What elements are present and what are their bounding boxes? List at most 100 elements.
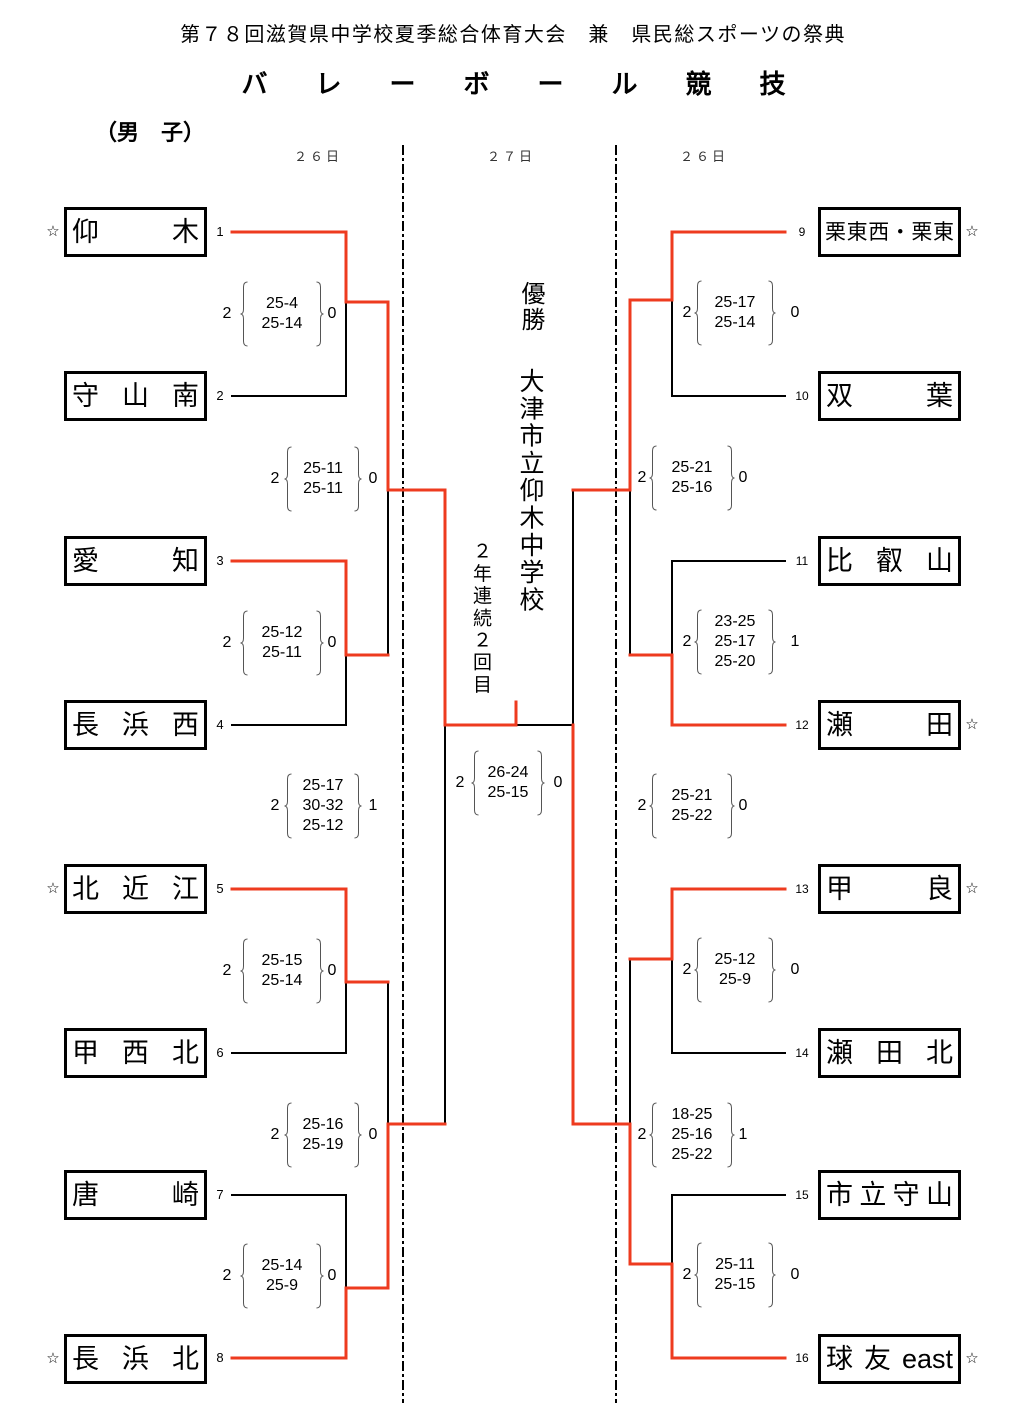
team-name-glyph: 田 [876, 1037, 903, 1068]
team-name: 長浜西 [67, 703, 204, 747]
left-brace-icon [694, 280, 702, 346]
team-name-glyph: 江 [172, 873, 199, 904]
sets-won-upper: 2 [222, 305, 232, 322]
left-brace-icon [284, 773, 292, 839]
team-box-10: 双葉 [818, 371, 961, 421]
right-brace-icon [768, 937, 776, 1003]
set-score: 25-17 [714, 633, 756, 650]
team-box-4: 長浜西 [64, 700, 207, 750]
left-brace-icon [694, 937, 702, 1003]
sets-won-upper: 2 [682, 304, 692, 321]
sets-won-upper: 2 [222, 962, 232, 979]
set-score: 25-16 [302, 1116, 344, 1133]
match-score-r1-seed15-seed16: 2 25-11 25-15 0 [680, 1242, 802, 1308]
left-brace-icon [240, 610, 248, 676]
sets-won-upper: 2 [682, 961, 692, 978]
set-score: 30-32 [302, 797, 344, 814]
team-name-glyph: 近 [122, 873, 149, 904]
team-name: 守山南 [67, 374, 204, 418]
champion-label: 優勝 [517, 281, 544, 333]
sets-won-upper: 2 [270, 797, 280, 814]
seed-star-icon: ☆ [965, 223, 979, 240]
set-scores: 25-17 30-32 25-12 [292, 776, 354, 836]
champion-note: ２年連続２回目 [470, 541, 491, 697]
team-name: 栗東西・栗東 [821, 210, 958, 254]
right-brace-icon [316, 938, 324, 1004]
set-scores: 18-25 25-16 25-22 [657, 1105, 727, 1165]
match-score-qf-right-upper: 2 25-21 25-16 0 [635, 445, 750, 511]
set-scores: 25-12 25-11 [248, 623, 316, 663]
set-score: 25-21 [671, 787, 713, 804]
team-name-glyph: 北 [172, 1037, 199, 1068]
left-brace-icon [694, 609, 702, 675]
set-scores: 25-4 25-14 [248, 294, 316, 334]
sets-won-lower: 0 [790, 961, 800, 978]
right-brace-icon [537, 750, 545, 816]
seed-star-icon: ☆ [46, 880, 60, 897]
left-brace-icon [471, 750, 479, 816]
team-name-glyph: 甲 [826, 873, 853, 904]
set-scores: 25-21 25-22 [657, 786, 727, 826]
team-name-glyph: 双 [826, 380, 853, 411]
sets-won-lower: 0 [368, 1126, 378, 1143]
left-brace-icon [240, 938, 248, 1004]
sets-won-upper: 2 [270, 1126, 280, 1143]
seed-number: 12 [795, 718, 809, 732]
team-name: 瀬田北 [821, 1031, 958, 1075]
champion-school: 大津市立仰木中学校 [516, 368, 544, 614]
team-box-13: 甲良 [818, 864, 961, 914]
match-score-r1-seed3-seed4: 2 25-12 25-11 0 [220, 610, 339, 676]
team-name: 甲西北 [67, 1031, 204, 1075]
team-name-glyph: 浜 [122, 1343, 149, 1374]
team-name-glyph: 崎 [172, 1179, 199, 1210]
left-brace-icon [284, 1102, 292, 1168]
set-score: 25-21 [671, 459, 713, 476]
team-name-glyph: 立 [859, 1179, 887, 1210]
set-score: 25-11 [262, 644, 302, 661]
team-name-glyph: 葉 [926, 380, 953, 411]
right-brace-icon [727, 773, 735, 839]
left-brace-icon [240, 281, 248, 347]
team-name: 仰木 [67, 210, 204, 254]
set-score: 25-11 [715, 1256, 755, 1273]
date-label-right: ２６日 [679, 149, 728, 164]
seed-number: 10 [795, 389, 809, 403]
match-score-semifinal-right: 2 25-21 25-22 0 [635, 773, 750, 839]
team-name-glyph: 西 [172, 709, 199, 740]
team-name-glyph: 東 [932, 220, 954, 244]
right-brace-icon [354, 773, 362, 839]
team-box-8: 長浜北 [64, 1334, 207, 1384]
right-brace-icon [727, 1102, 735, 1168]
sets-won-upper: 2 [637, 469, 647, 486]
team-name: 市立守山 [821, 1173, 958, 1217]
team-name-glyph: 叡 [876, 545, 903, 576]
sets-won-upper: 2 [637, 1126, 647, 1143]
right-brace-icon [354, 446, 362, 512]
match-score-qf-right-lower: 2 18-25 25-16 25-22 1 [635, 1102, 750, 1168]
sets-won-lower: 1 [738, 1126, 748, 1143]
team-name-glyph: 東 [846, 220, 868, 244]
team-box-14: 瀬田北 [818, 1028, 961, 1078]
set-scores: 25-15 25-14 [248, 951, 316, 991]
team-name: 双葉 [821, 374, 958, 418]
set-score: 25-22 [671, 807, 713, 824]
team-name-glyph: ・ [889, 220, 911, 244]
seed-number: 14 [795, 1046, 809, 1060]
seed-number: 16 [795, 1351, 809, 1365]
set-score: 25-14 [261, 1257, 303, 1274]
seed-star-icon: ☆ [965, 880, 979, 897]
sets-won-upper: 2 [270, 470, 280, 487]
team-box-1: 仰木 [64, 207, 207, 257]
sets-won-lower: 0 [790, 1266, 800, 1283]
match-score-r1-seed5-seed6: 2 25-15 25-14 0 [220, 938, 339, 1004]
set-scores: 25-17 25-14 [702, 293, 768, 333]
sets-won-lower: 0 [368, 470, 378, 487]
team-box-6: 甲西北 [64, 1028, 207, 1078]
right-brace-icon [354, 1102, 362, 1168]
right-brace-icon [768, 1242, 776, 1308]
date-label-left: ２６日 [293, 149, 342, 164]
set-score: 25-12 [714, 951, 756, 968]
team-name: 瀬田 [821, 703, 958, 747]
set-score: 25-19 [302, 1136, 344, 1153]
left-brace-icon [649, 1102, 657, 1168]
